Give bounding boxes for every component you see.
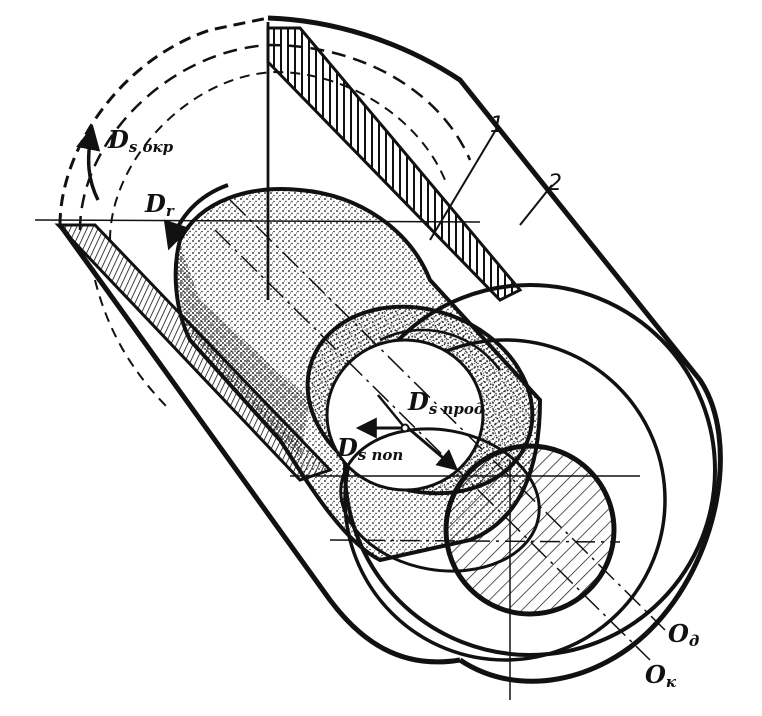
center-lines bbox=[34, 127, 666, 700]
wheel-dashed-arc-2 bbox=[109, 70, 446, 241]
axis-line-ok bbox=[214, 229, 651, 661]
workpiece-shadow bbox=[177, 245, 310, 460]
label-o-d: Oд bbox=[668, 619, 699, 650]
wheel-front-outline bbox=[58, 16, 269, 226]
horizontal-centerline-top bbox=[34, 219, 481, 223]
arrow-ds-prod bbox=[407, 426, 459, 471]
label-item-1: 1 bbox=[490, 113, 504, 138]
label-dr: Dr bbox=[144, 189, 175, 220]
axis-line-od bbox=[229, 199, 666, 631]
contact-arc bbox=[379, 328, 501, 371]
label-ds-okr: Ds окр bbox=[107, 125, 174, 156]
leader-2 bbox=[519, 184, 553, 226]
arrow-dr bbox=[163, 183, 229, 251]
arrow-ds-prod-up bbox=[377, 394, 406, 429]
arrow-ds-okr bbox=[76, 125, 101, 201]
label-ds-pop: Ds поп bbox=[336, 433, 403, 464]
leader-1 bbox=[429, 127, 498, 241]
workpiece-cross-section bbox=[443, 443, 617, 617]
motion-arrows bbox=[76, 125, 459, 471]
wheel-body-front bbox=[57, 223, 461, 665]
force-origin-point bbox=[400, 423, 410, 433]
label-o-k: Oк bbox=[645, 660, 677, 691]
horizontal-centerline-low bbox=[329, 539, 621, 543]
label-ds-prod: Ds прод bbox=[407, 387, 484, 418]
wheel-back-outline bbox=[267, 15, 723, 684]
label-item-2: 2 bbox=[548, 171, 562, 196]
wheel-dashed-lower bbox=[94, 279, 171, 411]
diagram-labels: Ds окр Dr Ds прод Ds поп Oд Oк 1 2 bbox=[107, 113, 699, 691]
